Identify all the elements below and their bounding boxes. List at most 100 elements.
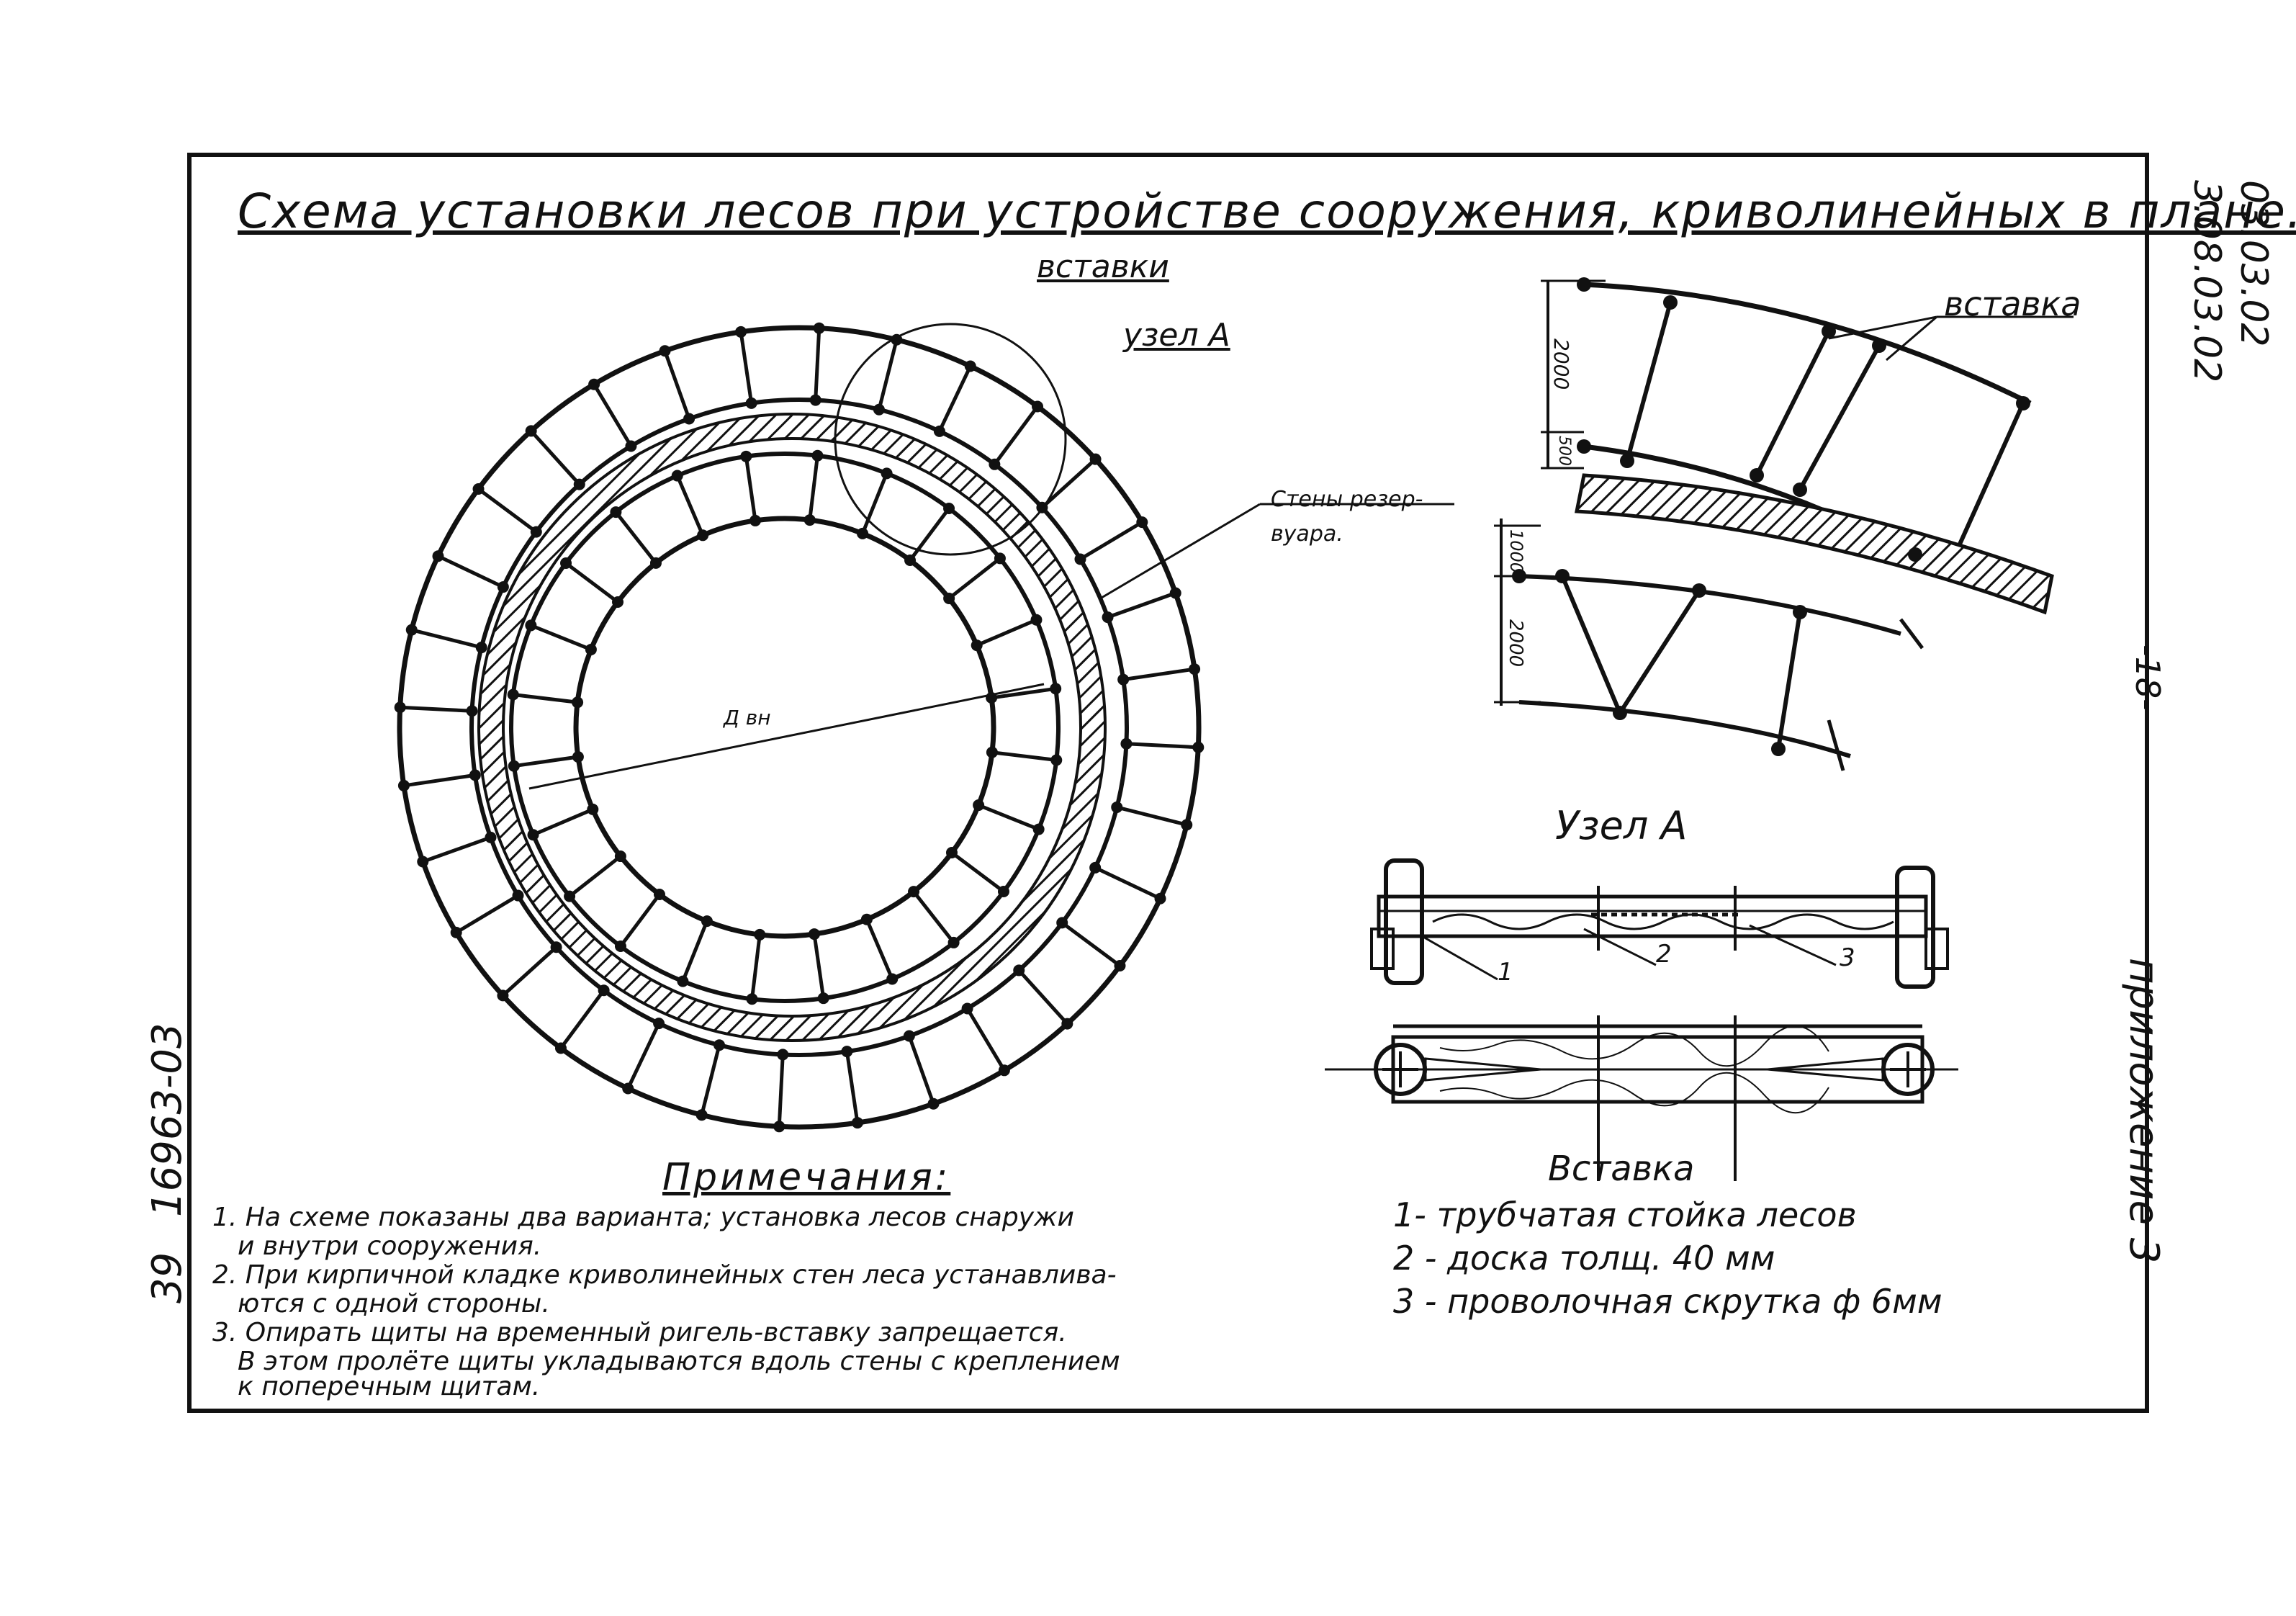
reservoir-wall — [479, 414, 1105, 1041]
scaffold-node — [1102, 611, 1114, 624]
scaffold-node — [851, 1117, 863, 1129]
scaffold-panel-divider — [663, 350, 691, 420]
diameter-line — [528, 683, 1045, 790]
scaffold-panel-divider — [860, 472, 888, 534]
dim-2000-lower: 2000 — [1505, 619, 1526, 668]
scaffold-panel-divider — [592, 383, 633, 447]
scaffold-panel-divider — [400, 705, 472, 713]
callout-1: 1 — [1498, 958, 1513, 987]
detail-node — [1620, 454, 1634, 468]
scaffold-node — [964, 360, 976, 372]
scaffold-panel-divider — [777, 1054, 785, 1127]
scaffold-node — [713, 1039, 726, 1051]
scaffold-node — [573, 478, 585, 490]
detail-node — [1771, 742, 1786, 756]
detail-node — [1822, 324, 1836, 338]
note-line: В этом пролёте щиты укладываются вдоль с… — [238, 1347, 1120, 1376]
legend-item: 1- трубчатая стойка лесов — [1393, 1195, 1857, 1234]
scaffold-panel-divider — [1116, 805, 1187, 827]
inner-scaffold-panels — [507, 449, 1063, 1005]
scaffold-node — [585, 643, 597, 655]
label-insert-detail: вставка — [1944, 284, 2081, 323]
scaffold-node — [475, 642, 487, 654]
scaffold-node — [1169, 587, 1181, 599]
note-line: и внутри сооружения. — [238, 1231, 542, 1261]
detail-node — [1692, 583, 1706, 598]
scaffold-panel-divider — [564, 561, 619, 603]
scaffold-panel-divider — [513, 755, 579, 768]
scaffold-node — [971, 639, 983, 652]
scaffold-panel-divider — [976, 618, 1037, 647]
scaffold-node — [677, 975, 689, 987]
scaffold-node — [450, 926, 462, 938]
scaffold-panel-divider — [991, 686, 1056, 700]
scaffold-panel-divider — [877, 339, 899, 410]
scaffold-panel-divider — [965, 1007, 1007, 1072]
scaffold-panel-divider — [1061, 921, 1121, 968]
scaffold-panel-divider — [501, 946, 558, 997]
scaffold-node — [417, 856, 429, 868]
outer-scaffold-panels — [394, 322, 1205, 1133]
scaffold-panel-divider — [937, 365, 973, 432]
detail-node — [1577, 439, 1591, 454]
scaffold-node — [1030, 614, 1043, 626]
scaffold-node — [659, 345, 671, 357]
scaffold-panel-divider — [1107, 591, 1176, 619]
scaffold-node — [697, 529, 709, 542]
scaffold-node — [989, 458, 1001, 470]
scaffold-node — [943, 592, 955, 604]
scaffold-node — [817, 992, 829, 1005]
scaffold-panel-divider — [808, 455, 819, 521]
scaffold-panel-divider — [1126, 742, 1199, 750]
wall-leader-line — [1101, 503, 1261, 599]
scaffold-node — [908, 886, 920, 898]
scaffold-node — [525, 619, 537, 632]
scaffold-node — [405, 624, 418, 636]
label-node-a: узел A — [1123, 317, 1230, 354]
scaffold-node — [625, 440, 637, 452]
scaffold-node — [671, 470, 683, 482]
scaffold-panel-divider — [845, 1051, 860, 1123]
detail-node — [1750, 468, 1764, 482]
scaffold-panel-divider — [455, 894, 519, 935]
scaffold-node — [527, 829, 539, 841]
scaffold-node — [649, 557, 662, 569]
scaffold-node — [564, 890, 576, 902]
inner-scaffold-inner-edge — [573, 516, 996, 939]
scaffold-node — [1136, 516, 1148, 529]
scaffold-panel-divider — [744, 456, 757, 521]
outer-scaffold-inner-edge — [469, 398, 1129, 1057]
scaffold-node — [961, 1002, 973, 1015]
scaffold-panel-divider — [814, 328, 821, 400]
detail-node — [1872, 338, 1886, 353]
scaffold-node — [860, 913, 873, 925]
detail-node — [1613, 706, 1627, 720]
board-top-view — [1377, 894, 1928, 938]
dim-2000-upper: 2000 — [1549, 338, 1573, 390]
scaffold-panel-divider — [1122, 667, 1195, 682]
callout-3: 3 — [1840, 943, 1855, 972]
scaffold-node — [588, 378, 600, 390]
detail-node — [1908, 547, 1922, 562]
scaffold-node — [530, 526, 542, 538]
detail-node — [1555, 569, 1570, 583]
scaffold-node — [572, 696, 584, 709]
scaffold-node — [777, 1049, 789, 1061]
note-line: 3. Опирать щиты на временный ригель-вста… — [212, 1318, 1067, 1347]
scaffold-node — [695, 1109, 708, 1121]
scaffold-node — [598, 984, 610, 997]
sheet-title: Схема установки лесов при устройстве соо… — [238, 184, 2296, 239]
scaffold-node — [886, 973, 899, 985]
scaffold-panel-divider — [909, 507, 951, 562]
scaffold-panel-divider — [437, 554, 504, 589]
scaffold-node — [397, 779, 410, 791]
scaffold-node — [1089, 453, 1102, 465]
scaffold-panel-divider — [532, 807, 594, 837]
detail-node — [1577, 277, 1591, 292]
scaffold-node — [997, 886, 1009, 898]
scaffold-node — [754, 928, 766, 941]
scaffold-panel-divider — [618, 893, 661, 948]
scaffold-panel-divider — [1079, 520, 1143, 561]
detail-node — [1793, 605, 1807, 619]
